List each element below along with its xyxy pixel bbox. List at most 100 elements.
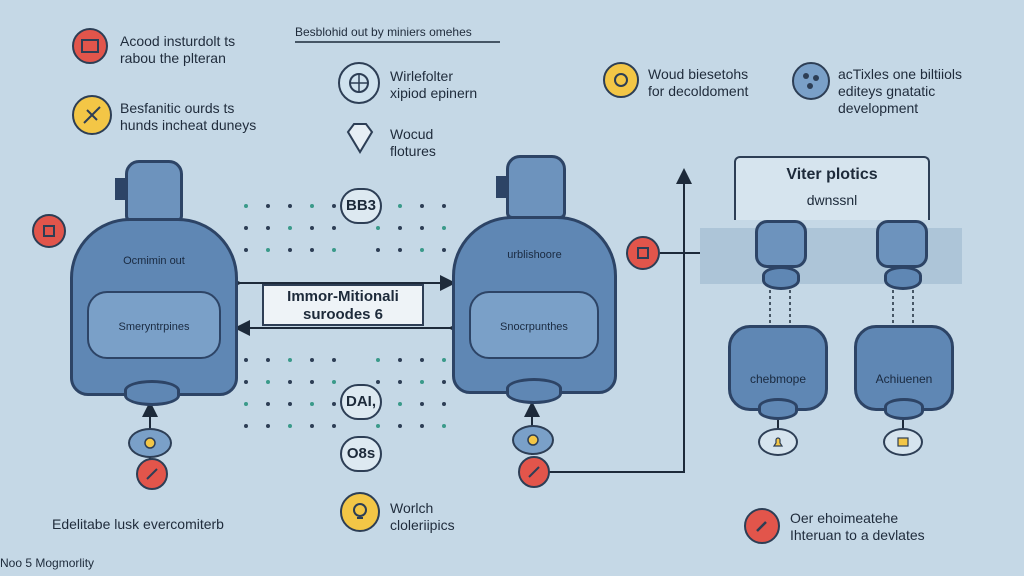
grid-dot [332, 424, 336, 428]
left-gear-icon [128, 428, 172, 458]
panel-tank-a: chebmope [728, 325, 828, 411]
panel-tank-b-base [884, 398, 924, 420]
left-tank-label: Ocmimin out [123, 255, 185, 267]
grid-dot [332, 402, 336, 406]
left-block-icon [136, 458, 168, 490]
grid-dot [398, 402, 402, 406]
left-tank-base [124, 380, 180, 406]
grid-dot [420, 402, 424, 406]
right-tank-base [506, 378, 562, 404]
grid-dot [310, 226, 314, 230]
grid-dot [420, 204, 424, 208]
grid-dot [332, 226, 336, 230]
grid-dot [310, 402, 314, 406]
grid-dot [310, 204, 314, 208]
panel-tank-b-neck [884, 266, 922, 290]
dotted-grid [244, 204, 446, 428]
panel-tank-a-label: chebmope [749, 372, 807, 386]
panel [734, 156, 930, 220]
center-box-line1: Immor-Mitionali [287, 288, 399, 305]
grid-dot [288, 402, 292, 406]
grid-dot [376, 424, 380, 428]
pill-o8s: O8s [340, 436, 382, 472]
panel-alert-icon [626, 236, 660, 270]
left-tank-window: Smeryntrpines [87, 291, 221, 359]
grid-dot [420, 380, 424, 384]
grid-dot [420, 358, 424, 362]
center-box-line2: suroodes 6 [302, 306, 384, 323]
callout-bottom-center: Worlch cloleriipics [390, 500, 455, 533]
panel-bell-icon [758, 428, 798, 456]
grid-dot [376, 380, 380, 384]
grid-dot [244, 204, 248, 208]
panel-tank-b-label: Achiuenen [875, 372, 933, 386]
right-tank-cap [506, 155, 566, 219]
grid-dot [266, 226, 270, 230]
panel-tank-a-base [758, 398, 798, 420]
grid-dot [398, 424, 402, 428]
grid-dot [288, 380, 292, 384]
grid-dot [288, 358, 292, 362]
callout-center-1: Wirlefolter xipiod epinern [390, 68, 478, 101]
grid-dot [376, 248, 380, 252]
grid-dot [442, 358, 446, 362]
right-gear-icon [512, 425, 554, 455]
wrench-icon [744, 508, 780, 544]
grid-dot [442, 380, 446, 384]
bulb-icon [340, 492, 380, 532]
grid-dot [288, 204, 292, 208]
grid-dot [288, 424, 292, 428]
grid-dot [244, 226, 248, 230]
grid-dot [332, 204, 336, 208]
grid-dot [266, 248, 270, 252]
grid-dot [310, 358, 314, 362]
grid-dot [244, 424, 248, 428]
panel-subtitle: dwnssnl [806, 192, 858, 208]
left-tank-cap [125, 160, 183, 222]
panel-tank-a-cap [755, 220, 807, 268]
pill-bb3: BB3 [340, 188, 382, 224]
left-tank-valve [115, 178, 125, 200]
right-tank-window: Snocrpunthes [469, 291, 599, 359]
grid-dot [266, 402, 270, 406]
document-icon [72, 28, 108, 64]
callout-center-2: Wocud flotures [390, 126, 436, 159]
network-icon [792, 62, 830, 100]
gem-icon [340, 118, 380, 158]
grid-dot [420, 424, 424, 428]
grid-dot [266, 380, 270, 384]
callout-bottom-left: Edelitabe lusk evercomiterb [52, 516, 224, 532]
right-tank: urblishoore Snocrpunthes [452, 216, 617, 394]
grid-dot [442, 424, 446, 428]
grid-dot [310, 380, 314, 384]
globe-icon [338, 62, 380, 104]
tools-icon [72, 95, 112, 135]
grid-dot [244, 248, 248, 252]
grid-dot [442, 402, 446, 406]
right-tank-window-label: Snocrpunthes [500, 321, 568, 333]
grid-dot [442, 204, 446, 208]
grid-dot [420, 226, 424, 230]
callout-top-left-1: Acood insturdolt ts rabou the plteran [120, 33, 236, 66]
grid-dot [398, 358, 402, 362]
right-tank-label: urblishoore [507, 249, 562, 261]
grid-dot [376, 358, 380, 362]
grid-dot [398, 226, 402, 230]
footer-text: Noo 5 Mogmorlity [0, 556, 95, 570]
grid-dot [332, 248, 336, 252]
callout-top-right-2: acTixles one biltiiols editeys gnatatic … [838, 66, 962, 116]
grid-dot [244, 358, 248, 362]
grid-dot [332, 358, 336, 362]
grid-dot [310, 424, 314, 428]
callout-top-right-1: Woud biesetohs for decoldoment [648, 66, 749, 99]
grid-dot [266, 204, 270, 208]
hand-coins-icon [603, 62, 639, 98]
grid-dot [376, 226, 380, 230]
grid-dot [332, 380, 336, 384]
grid-dot [442, 248, 446, 252]
panel-tank-b-cap [876, 220, 928, 268]
grid-dot [288, 248, 292, 252]
right-block-icon [518, 456, 550, 488]
grid-dot [420, 248, 424, 252]
grid-dot [244, 380, 248, 384]
